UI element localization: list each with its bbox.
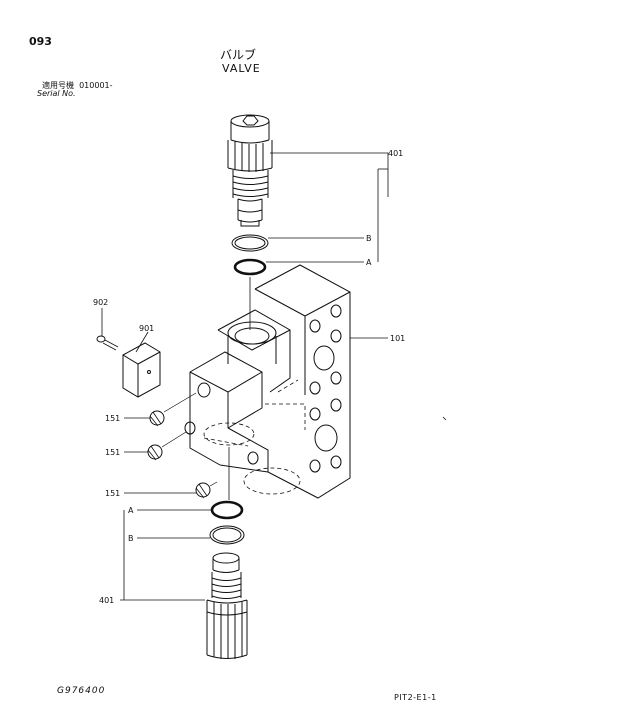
callout-902: 902 [93,298,108,307]
o-ring-bottom-a [210,500,244,520]
backup-ring-top-b [231,234,269,252]
callout-401-bottom: 401 [99,596,114,605]
callout-101: 101 [390,334,405,343]
serial-label-japanese: 適用号機 010001- [42,80,113,91]
cartridge-top-401 [227,114,273,227]
drawing-number: G976400 [57,686,106,696]
o-ring-top-a [233,258,267,276]
callout-b-top: B [366,234,372,243]
title-english: VALVE [222,62,261,75]
serial-value: 010001- [79,81,113,90]
callout-a-bottom: A [128,506,134,515]
plug-151-a [149,410,165,427]
plug-151-b [147,444,163,461]
callout-151-b: 151 [105,448,120,457]
callout-a-top: A [366,258,372,267]
screw-902 [96,335,119,351]
plug-151-c [195,482,211,499]
backup-ring-bottom-b [209,525,245,545]
callout-151-a: 151 [105,414,120,423]
callout-151-c: 151 [105,489,120,498]
cartridge-bottom-401 [206,552,248,659]
callout-401-top: 401 [388,149,403,158]
title-japanese: バルブ [220,48,257,62]
serial-label-jp: 適用号機 [42,81,74,90]
callout-901: 901 [139,324,154,333]
page-number: 093 [29,35,52,48]
serial-label-english: Serial No. [37,89,76,98]
sheet-code: PIT2-E1-1 [394,693,437,702]
plate-901 [122,342,161,398]
valve-body-101 [184,264,351,499]
callout-b-bottom: B [128,534,134,543]
